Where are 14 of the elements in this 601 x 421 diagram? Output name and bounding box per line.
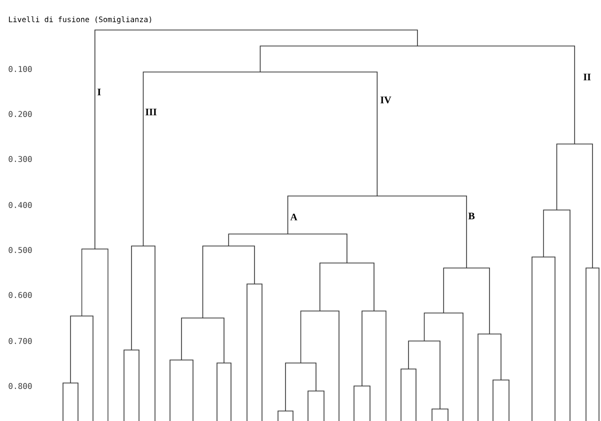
cluster-label: B — [468, 212, 475, 220]
tick-label: 0.600 — [8, 292, 32, 298]
tick-label: 0.400 — [8, 202, 32, 208]
tick-label: 0.500 — [8, 246, 32, 254]
cluster-label: I — [98, 88, 101, 96]
tick-label: 0.200 — [8, 110, 32, 118]
cluster-label: IV — [380, 96, 392, 104]
cluster-label: III — [146, 108, 157, 116]
tick-label: 0.300 — [8, 156, 32, 162]
cluster-label: II — [584, 74, 591, 80]
tick-label: 0.100 — [8, 66, 32, 72]
tick-label: 0.700 — [8, 338, 32, 344]
cluster-label: A — [290, 214, 298, 220]
tick-label: 0.800 — [8, 382, 32, 390]
